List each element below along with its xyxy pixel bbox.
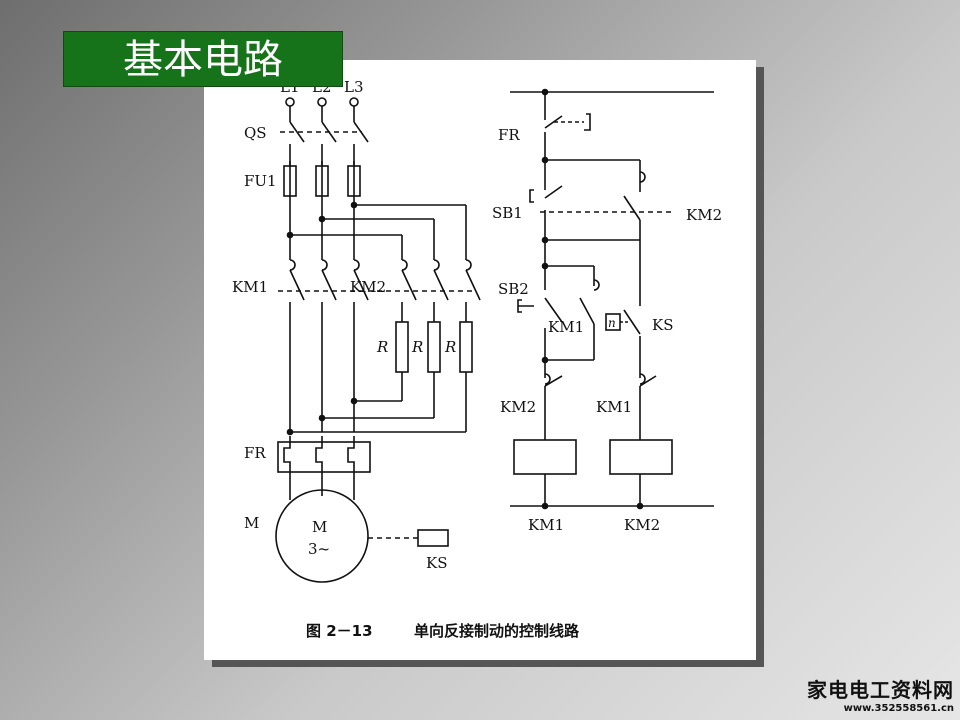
control-circuit-wires — [510, 88, 714, 510]
label-km2-interlock: KM2 — [500, 398, 536, 416]
coil-km1 — [513, 439, 577, 475]
label-km2-hold: KM2 — [686, 206, 722, 224]
km2-main-contact-1 — [401, 269, 417, 301]
label-qs: QS — [244, 124, 267, 142]
caption-text: 单向反接制动的控制线路 — [414, 622, 580, 640]
km2-main-contact-3 — [465, 269, 481, 301]
coil-km2 — [609, 439, 673, 475]
watermark: 家电电工资料网 www.352558561.cn — [807, 674, 954, 714]
km1-main-contact-2 — [321, 269, 337, 301]
label-fr-main: FR — [244, 444, 266, 462]
terminal-l3 — [349, 97, 359, 107]
km1-main-contact-3 — [353, 269, 369, 301]
label-fr-control: FR — [498, 126, 520, 144]
resistor-3 — [459, 321, 473, 373]
motor-label-3phase: 3~ — [308, 540, 330, 558]
label-m: M — [244, 514, 259, 532]
label-coil-km2: KM2 — [624, 516, 660, 534]
watermark-name: 家电电工资料网 — [807, 678, 954, 702]
label-n: n — [608, 316, 616, 330]
terminal-l1 — [285, 97, 295, 107]
label-r-1: R — [376, 338, 388, 356]
label-fu1: FU1 — [244, 172, 277, 190]
label-ks-main: KS — [426, 554, 447, 572]
motor-label-m: M — [312, 518, 327, 536]
qs-blade-1 — [289, 121, 305, 143]
label-sb1: SB1 — [492, 204, 523, 222]
caption-number: 图 2－13 — [306, 622, 373, 640]
watermark-url: www.352558561.cn — [843, 703, 954, 714]
circuit-diagram: L1 L2 L3 QS FU1 KM1 KM2 R R R FR M M 3~ … — [232, 78, 722, 640]
label-km1: KM1 — [232, 278, 268, 296]
fr-thermal-relay — [277, 441, 371, 473]
resistor-2 — [427, 321, 441, 373]
label-sb2: SB2 — [498, 280, 529, 298]
label-coil-km1: KM1 — [528, 516, 564, 534]
label-km2: KM2 — [350, 278, 386, 296]
circuit-figure: L1 L2 L3 QS FU1 KM1 KM2 R R R FR M M 3~ … — [204, 60, 756, 660]
slide-title: 基本电路 — [63, 31, 343, 87]
label-r-2: R — [411, 338, 423, 356]
motor-symbol — [275, 489, 369, 583]
label-r-3: R — [444, 338, 456, 356]
label-ks-control: KS — [652, 316, 673, 334]
ks-speed-relay — [417, 529, 449, 547]
resistor-1 — [395, 321, 409, 373]
terminal-l2 — [317, 97, 327, 107]
main-circuit-wires — [275, 97, 481, 583]
label-l3: L3 — [344, 78, 364, 96]
km2-main-contact-2 — [433, 269, 449, 301]
km1-main-contact-1 — [289, 269, 305, 301]
label-km1-hold: KM1 — [548, 318, 584, 336]
label-km1-interlock: KM1 — [596, 398, 632, 416]
